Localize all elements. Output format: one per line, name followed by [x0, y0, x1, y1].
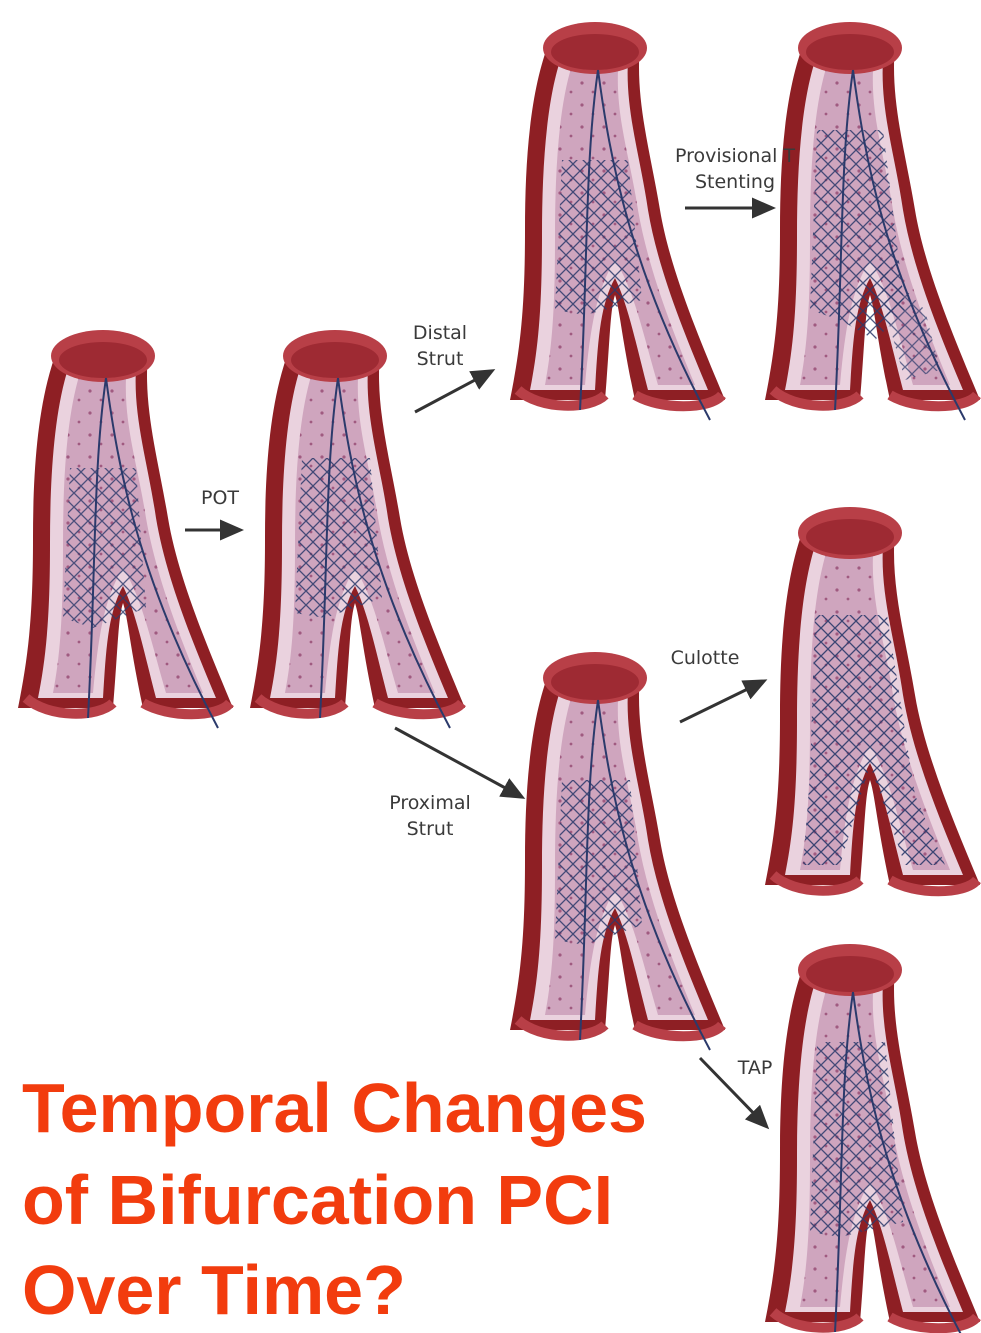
label-provisional-t-stenting: Provisional T Stenting — [660, 143, 810, 195]
title-line-1: Temporal Changes — [22, 1068, 647, 1148]
label-culotte: Culotte — [655, 645, 755, 671]
label-distal-strut: Distal Strut — [395, 320, 485, 372]
label-pot: POT — [195, 485, 245, 511]
vessel-tap — [765, 944, 980, 1333]
arrow-culotte — [680, 682, 762, 722]
stent-mesh — [295, 458, 382, 618]
vessel-distal-strut — [510, 22, 725, 420]
vessel-culotte — [765, 507, 980, 891]
stent-mesh — [555, 780, 642, 945]
stent-mesh — [63, 468, 146, 628]
title-line-3: Over Time? — [22, 1250, 406, 1330]
arrow-distal-strut — [415, 372, 490, 412]
label-tap: TAP — [730, 1055, 780, 1081]
stent-mesh — [555, 160, 642, 315]
vessel-after-pot — [250, 330, 465, 728]
vessel-provisional-t — [765, 22, 980, 420]
label-proximal-strut: Proximal Strut — [375, 790, 485, 842]
arrow-proximal-strut — [395, 728, 520, 796]
title-line-2: of Bifurcation PCI — [22, 1160, 613, 1240]
vessel-proximal-strut — [510, 652, 725, 1050]
